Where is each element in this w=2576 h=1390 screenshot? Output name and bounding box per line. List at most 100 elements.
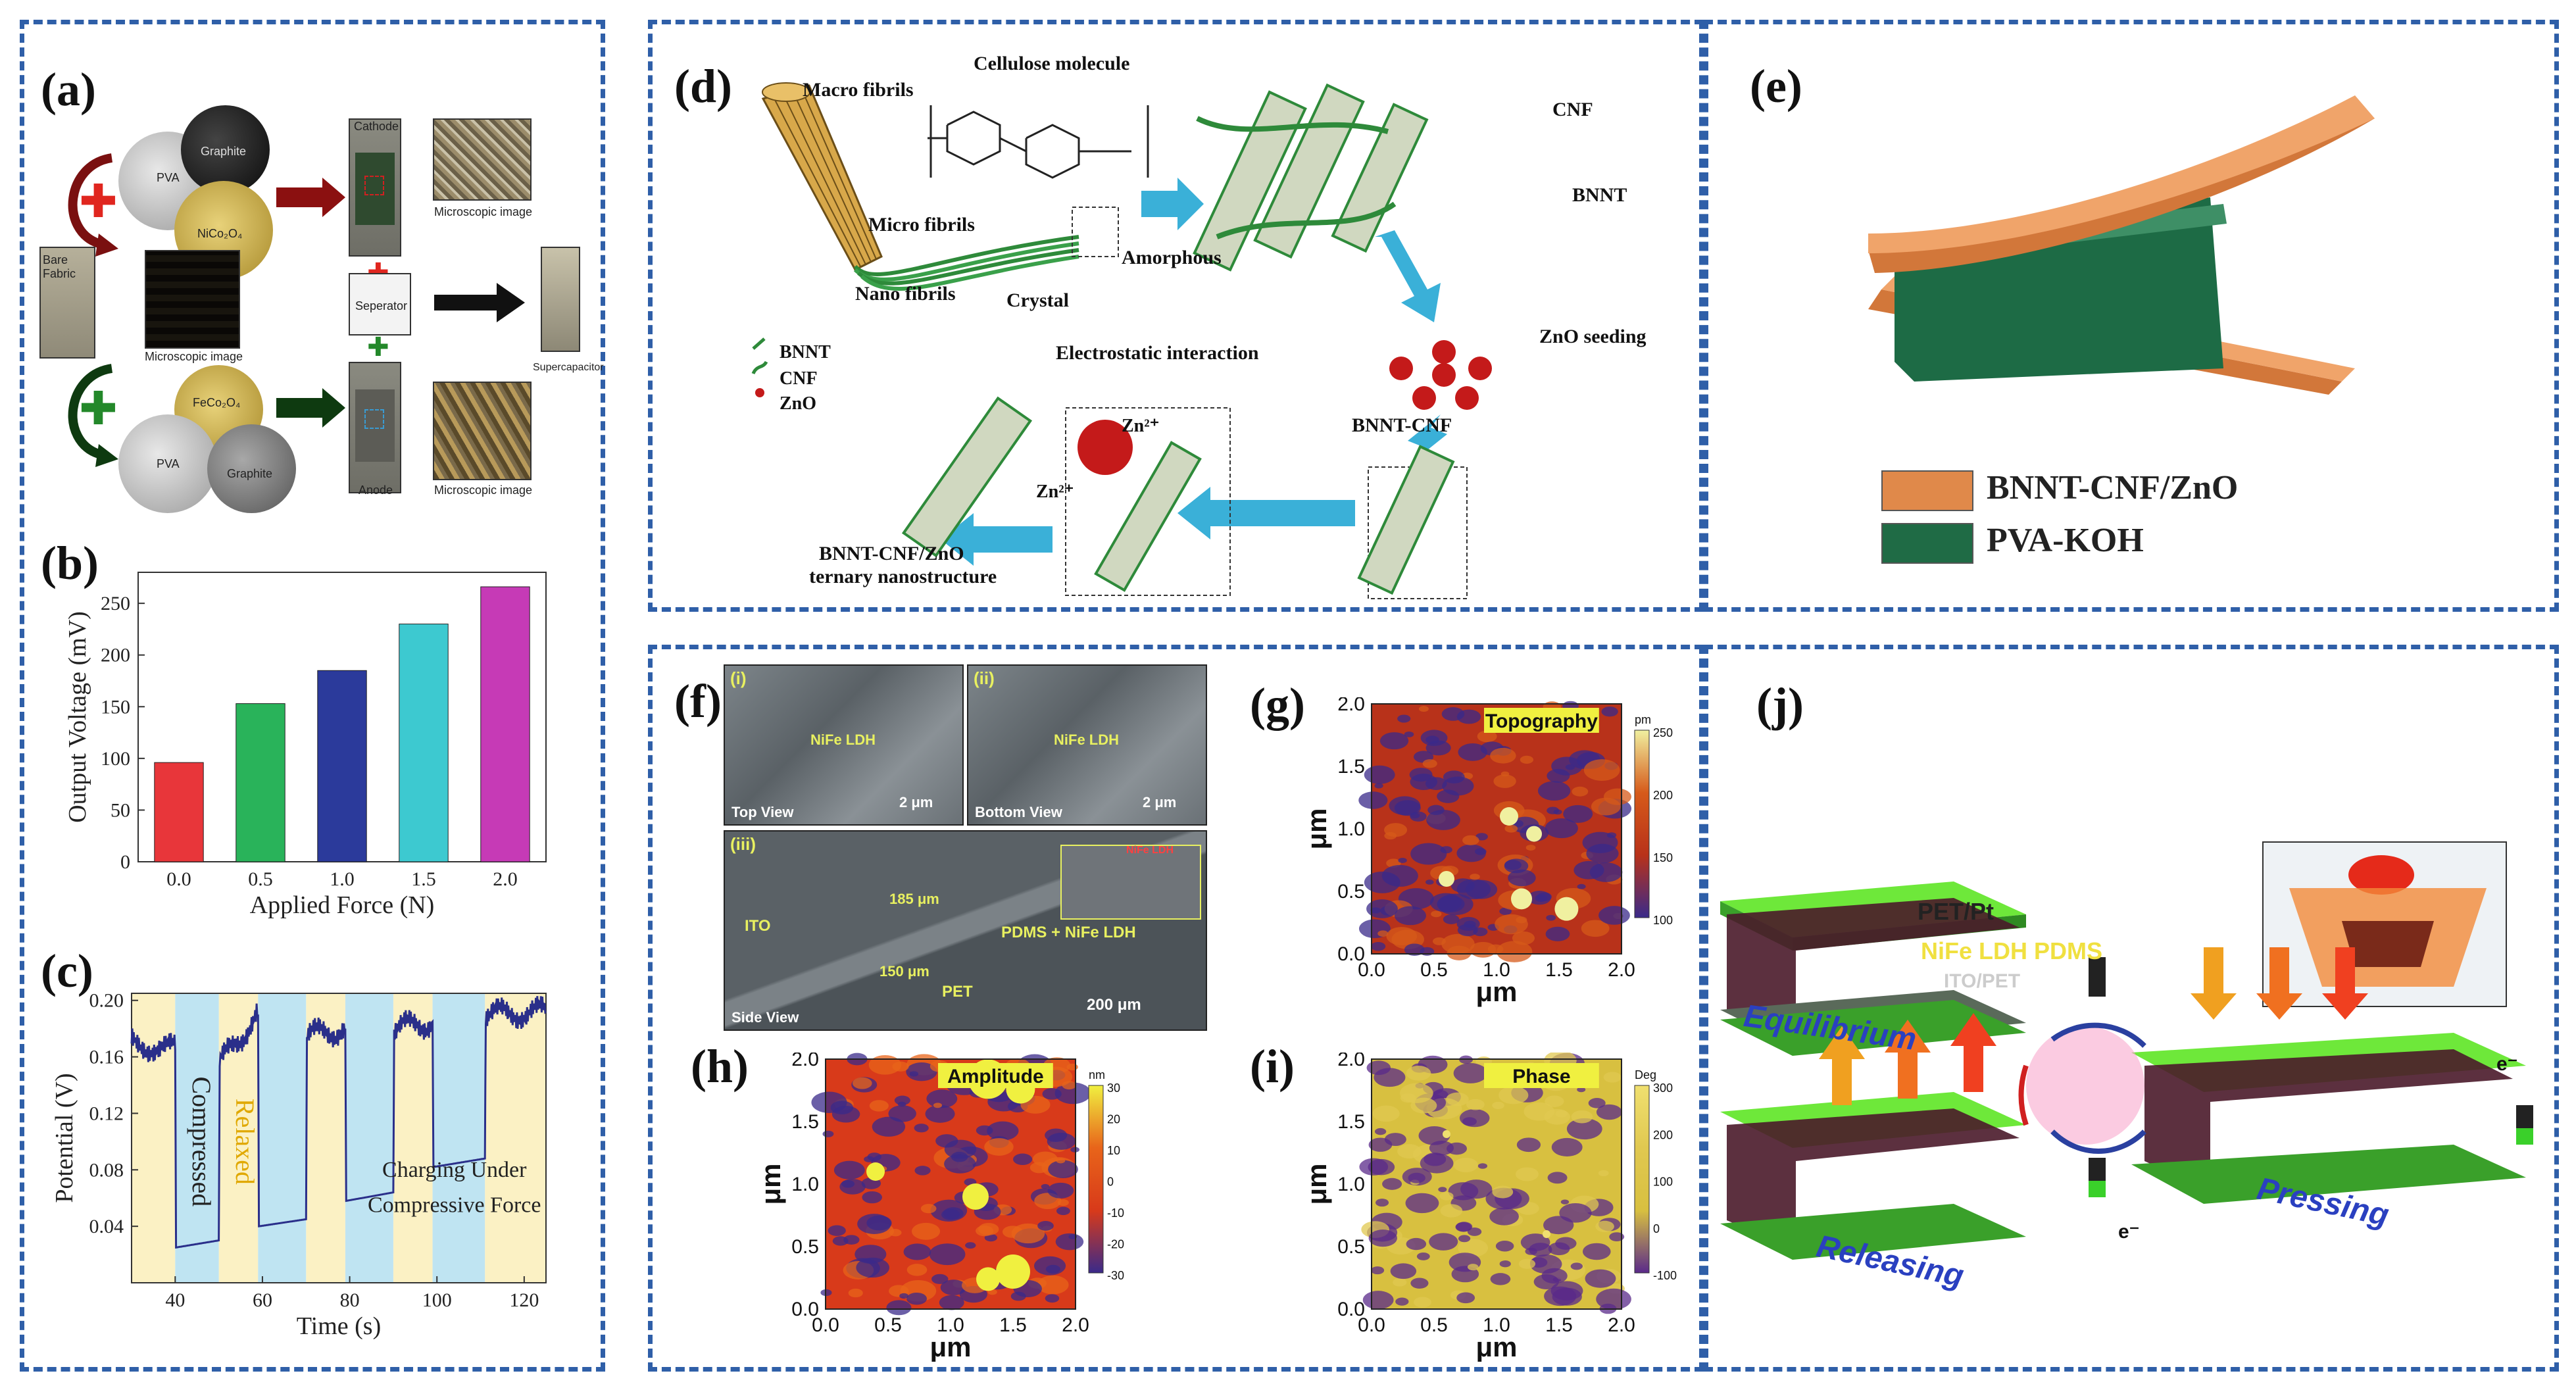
micro-photo-bare — [145, 250, 240, 349]
relaxed-band — [485, 993, 546, 1283]
y-tick-label: 0.12 — [89, 1103, 124, 1124]
afm-texture — [1057, 1199, 1069, 1206]
afm-texture — [1606, 832, 1617, 838]
red-plus-icon: ✚ — [79, 174, 118, 228]
afm-texture — [925, 1105, 955, 1123]
afm-texture — [1404, 943, 1425, 956]
afm-texture — [1037, 1221, 1054, 1231]
afm-texture — [1397, 714, 1411, 723]
y-tick-label: 0.20 — [89, 990, 124, 1012]
afm-feature — [1443, 1130, 1450, 1138]
afm-texture — [831, 1105, 860, 1123]
afm-texture — [1443, 914, 1460, 924]
afm-texture — [1527, 891, 1551, 905]
afm-texture — [1066, 1063, 1078, 1071]
panel-label-a: (a) — [41, 63, 96, 116]
afm-texture — [903, 1243, 931, 1260]
afm-y-tick: 2.0 — [791, 1053, 819, 1070]
afm-texture — [1453, 1063, 1488, 1083]
afm-texture — [1377, 930, 1389, 937]
afm-texture — [1055, 1233, 1084, 1251]
afm-texture — [1406, 1237, 1427, 1251]
afm-texture — [1062, 1081, 1076, 1090]
afm-title: Amplitude — [947, 1066, 1044, 1087]
panel-label-h: (h) — [691, 1040, 749, 1093]
afm-texture — [1516, 1137, 1541, 1153]
d-tern-1: BNNT-CNF/ZnO — [819, 543, 964, 564]
afm-y-tick: 0.5 — [791, 1236, 819, 1258]
d-micro: Micro fibrils — [868, 214, 975, 236]
bar — [235, 703, 285, 862]
afm-texture — [1410, 812, 1420, 819]
afm-texture — [1394, 906, 1426, 926]
afm-texture — [1439, 1191, 1454, 1201]
afm-x-tick: 0.0 — [1358, 1314, 1385, 1336]
micro-label-anode: Microscopic image — [434, 484, 533, 497]
afm-feature — [962, 1183, 989, 1210]
afm-texture — [1427, 805, 1445, 815]
afm-texture — [1456, 1222, 1473, 1232]
afm-texture — [1492, 1185, 1514, 1199]
bar — [317, 670, 367, 862]
compressed-band — [345, 993, 393, 1283]
afm-texture — [1601, 707, 1618, 717]
afm-texture — [1495, 1240, 1514, 1252]
d-leg-zno: ZnO — [780, 393, 817, 414]
afm-texture — [1047, 1182, 1074, 1199]
afm-x-tick: 1.0 — [937, 1314, 964, 1336]
panel-label-d: (d) — [674, 60, 732, 112]
afm-texture — [1571, 1110, 1593, 1124]
afm-texture — [857, 1214, 891, 1234]
afm-texture — [1390, 1263, 1417, 1279]
afm-feature — [1511, 888, 1532, 910]
afm-texture — [1459, 1108, 1490, 1128]
x-tick-label: 80 — [340, 1289, 360, 1311]
colorbar-tick: 100 — [1653, 914, 1673, 927]
afm-texture — [1598, 1170, 1609, 1177]
annot-charging-1: Charging Under — [382, 1158, 527, 1182]
panel-a-schematic: PVA Graphite NiCo₂O₄ ✚ Cathode Microscop… — [39, 105, 604, 513]
afm-texture — [1358, 791, 1388, 809]
afm-texture — [1394, 800, 1421, 816]
afm-texture — [1595, 1220, 1614, 1232]
afm-texture — [1382, 1178, 1402, 1190]
afm-texture — [1011, 1223, 1045, 1244]
afm-texture — [1508, 869, 1536, 887]
afm-texture — [833, 1160, 865, 1179]
sem-bottom-view: (ii) NiFe LDH Bottom View 2 μm — [967, 664, 1207, 826]
afm-texture — [1596, 1104, 1622, 1120]
afm-y-tick: 0.0 — [1337, 1299, 1365, 1320]
separator-photo — [349, 273, 411, 335]
afm-texture — [1041, 1183, 1050, 1189]
afm-x-tick: 1.5 — [1545, 959, 1573, 981]
afm-texture — [965, 1242, 976, 1249]
afm-texture — [1395, 1297, 1409, 1306]
afm-y-tick: 0.5 — [1337, 1236, 1365, 1258]
afm-texture — [1404, 732, 1414, 737]
afm-texture — [1470, 874, 1480, 880]
afm-texture — [926, 1089, 958, 1108]
afm-texture — [1548, 1242, 1570, 1256]
afm-texture — [1462, 835, 1479, 846]
black-arrow-right — [434, 283, 525, 322]
afm-texture — [1406, 1066, 1431, 1081]
afm-texture — [1424, 1153, 1447, 1166]
afm-texture — [1563, 805, 1593, 823]
afm-texture — [1374, 783, 1383, 789]
afm-y-tick: 1.5 — [1337, 1111, 1365, 1133]
colorbar-tick: 100 — [1653, 1176, 1673, 1189]
afm-texture — [855, 1245, 887, 1264]
afm-texture — [1414, 1297, 1431, 1308]
afm-texture — [939, 1295, 964, 1310]
x-axis-label: Applied Force (N) — [250, 891, 435, 919]
afm-texture — [1473, 927, 1488, 937]
afm-texture — [1422, 759, 1437, 768]
afm-texture — [864, 1156, 874, 1162]
afm-texture — [1409, 768, 1433, 782]
afm-texture — [987, 1121, 1019, 1141]
d-electrostatic: Electrostatic interaction — [1056, 342, 1259, 364]
anode-photo — [349, 362, 401, 493]
supercap-label: Supercapacitor — [533, 362, 604, 373]
j-e2: e⁻ — [2118, 1221, 2140, 1243]
